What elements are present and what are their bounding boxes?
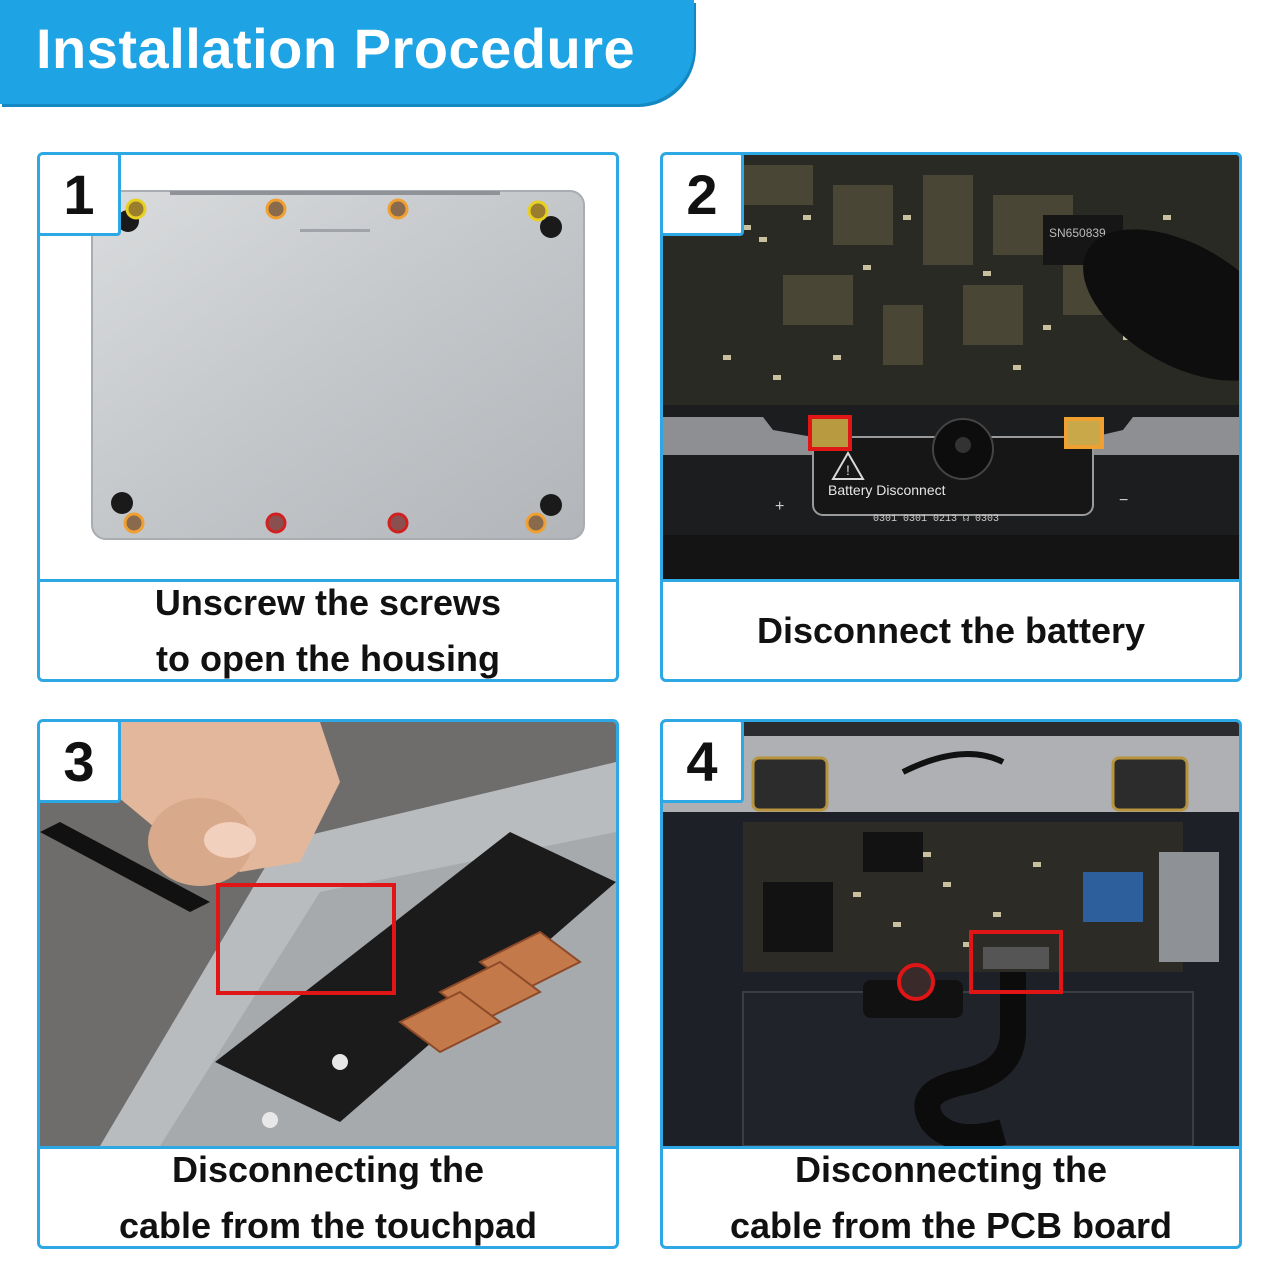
step-4-caption: Disconnecting the cable from the PCB boa… <box>663 1146 1239 1246</box>
svg-text:!: ! <box>846 462 850 478</box>
battery-disconnect-label: Battery Disconnect <box>828 482 946 498</box>
step-2-photo: SN650839 ! Battery Disconnect 0301 0301 … <box>663 155 1239 579</box>
caption-line-2: to open the housing <box>156 637 500 679</box>
step-1-caption: Unscrew the screws to open the housing <box>40 579 616 679</box>
chip-label: SN650839 <box>1049 226 1106 240</box>
step-number: 1 <box>40 155 121 236</box>
page-title: Installation Procedure <box>36 17 636 80</box>
screw-marker-red <box>265 512 409 534</box>
step-number: 4 <box>663 722 744 803</box>
rubber-foot <box>111 492 133 514</box>
rubber-foot <box>540 494 562 516</box>
title-banner: Installation Procedure <box>0 0 694 104</box>
rubber-foot <box>540 216 562 238</box>
connector-codes: 0301 0301 0213 ☊ 0303 <box>873 514 999 525</box>
battery-connector-highlight-red <box>808 415 852 451</box>
screw-marker-orange <box>123 198 547 534</box>
step-number: 3 <box>40 722 121 803</box>
step-number: 2 <box>663 155 744 236</box>
speaker-left <box>751 756 829 812</box>
step-4-photo <box>663 722 1239 1146</box>
step-3-caption: Disconnecting the cable from the touchpa… <box>40 1146 616 1246</box>
caption-line-1: Unscrew the screws <box>154 581 502 623</box>
laptop-bottom-case <box>91 190 585 540</box>
step-2-panel: 2 SN650839 <box>660 152 1242 682</box>
battery-screw-highlight <box>897 963 935 1001</box>
screw-marker-yellow <box>125 198 549 222</box>
speaker-right <box>1111 756 1189 812</box>
caption-line-2: cable from the PCB board <box>729 1204 1173 1246</box>
step-1-photo <box>40 155 616 579</box>
step-4-panel: 4 <box>660 719 1242 1249</box>
battery-connector-highlight-orange <box>1064 417 1104 449</box>
caption-line-2: cable from the touchpad <box>118 1204 538 1246</box>
caption-line-1: Disconnecting the <box>171 1148 485 1190</box>
caption-line-1: Disconnect the battery <box>756 609 1146 651</box>
step-3-photo <box>40 722 616 1146</box>
touchpad-cable-highlight <box>216 883 396 995</box>
step-3-panel: 3 Disconnecting t <box>37 719 619 1249</box>
plus-label: + <box>775 498 784 515</box>
step-1-panel: 1 <box>37 152 619 682</box>
caption-line-1: Disconnecting the <box>794 1148 1108 1190</box>
trackpad-board <box>215 832 616 1122</box>
minus-label: − <box>1119 492 1128 509</box>
pcb-cable-highlight <box>969 930 1063 994</box>
step-2-caption: Disconnect the battery <box>663 579 1239 679</box>
